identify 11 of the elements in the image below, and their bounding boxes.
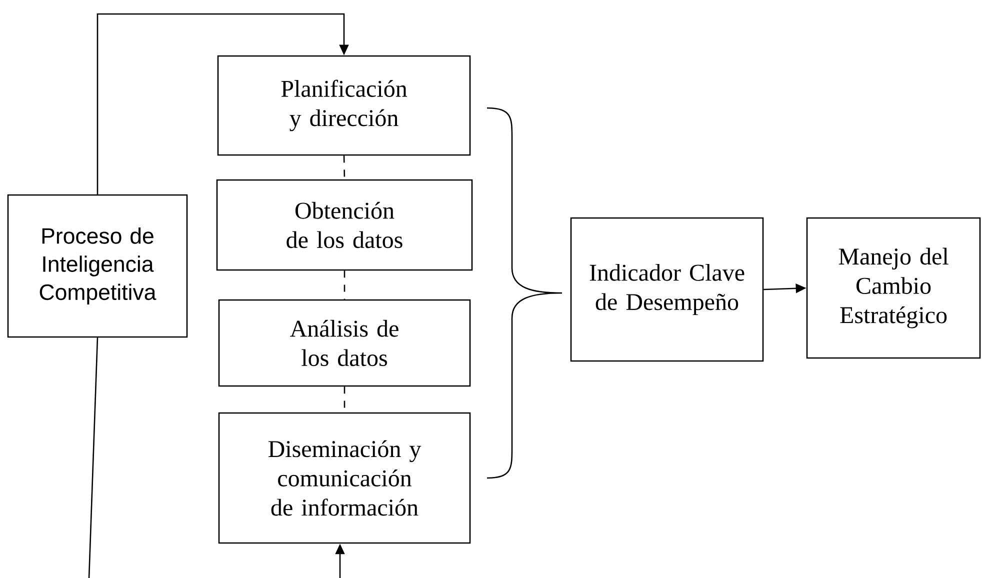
arrow <box>96 13 349 194</box>
stage-box: Obtención de los datos <box>216 179 473 271</box>
stage-box: Análisis de los datos <box>218 299 471 387</box>
indicator-box: Indicador Clave de Desempeño <box>570 217 764 362</box>
process-box: Proceso de Inteligencia Competitiva <box>7 194 188 338</box>
dashed-connector <box>343 156 346 180</box>
stage-box: Diseminación y comunicación de información <box>218 412 471 544</box>
stage-box: Planificación y dirección <box>217 55 471 156</box>
dashed-connector <box>344 270 346 300</box>
result-box: Manejo del Cambio Estratégico <box>806 217 981 359</box>
connector-line <box>88 338 98 578</box>
